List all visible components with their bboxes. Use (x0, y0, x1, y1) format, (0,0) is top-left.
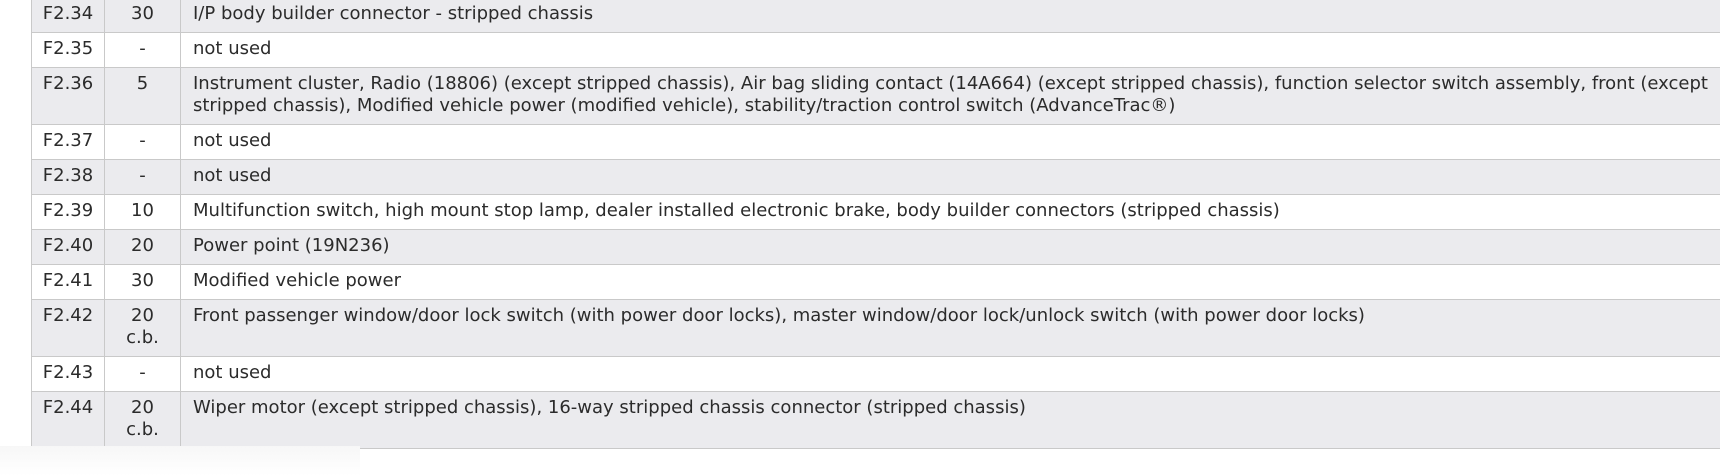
fuse-rating: 30 (104, 264, 181, 300)
table-row: F2.40 20 Power point (19N236) (31, 229, 1720, 265)
amp-value: 20 (131, 235, 154, 256)
fuse-number: F2.34 (31, 0, 105, 33)
fuse-description: not used (180, 159, 1720, 195)
amp-value: 30 (131, 270, 154, 291)
table-row: F2.35 - not used (31, 32, 1720, 68)
fuse-rating: 10 (104, 194, 181, 230)
amp-note: c.b. (126, 327, 159, 348)
fuse-number: F2.40 (31, 229, 105, 265)
fuse-number: F2.35 (31, 32, 105, 68)
amp-note: c.b. (126, 419, 159, 440)
fuse-description: not used (180, 124, 1720, 160)
fuse-rating: - (104, 356, 181, 392)
fuse-rating: - (104, 32, 181, 68)
table-row: F2.37 - not used (31, 124, 1720, 160)
fuse-number: F2.42 (31, 299, 105, 357)
fuse-number: F2.38 (31, 159, 105, 195)
fuse-rating: - (104, 159, 181, 195)
fuse-number: F2.37 (31, 124, 105, 160)
fuse-description: I/P body builder connector - stripped ch… (180, 0, 1720, 33)
table-row: F2.34 30 I/P body builder connector - st… (31, 0, 1720, 33)
fuse-rating: - (104, 124, 181, 160)
table-row: F2.36 5 Instrument cluster, Radio (18806… (31, 67, 1720, 125)
table-row: F2.39 10 Multifunction switch, high moun… (31, 194, 1720, 230)
amp-value: - (139, 362, 146, 383)
fuse-number: F2.43 (31, 356, 105, 392)
amp-value: 5 (136, 73, 149, 94)
bottom-shadow (0, 446, 360, 476)
fuse-number: F2.36 (31, 67, 105, 125)
table-row: F2.38 - not used (31, 159, 1720, 195)
fuse-description: Power point (19N236) (180, 229, 1720, 265)
fuse-rating: 5 (104, 67, 181, 125)
fuse-description: Modified vehicle power (180, 264, 1720, 300)
amp-value: 20 (131, 305, 154, 326)
fuse-description: Wiper motor (except stripped chassis), 1… (180, 391, 1720, 449)
fuse-number: F2.39 (31, 194, 105, 230)
fuse-number: F2.44 (31, 391, 105, 449)
fuse-table-body: F2.34 30 I/P body builder connector - st… (31, 0, 1720, 449)
fuse-rating: 20 (104, 229, 181, 265)
amp-value: - (139, 130, 146, 151)
table-row: F2.43 - not used (31, 356, 1720, 392)
table-row: F2.41 30 Modified vehicle power (31, 264, 1720, 300)
fuse-description: Front passenger window/door lock switch … (180, 299, 1720, 357)
fuse-number: F2.41 (31, 264, 105, 300)
amp-value: 10 (131, 200, 154, 221)
amp-value: 30 (131, 3, 154, 24)
fuse-description: Multifunction switch, high mount stop la… (180, 194, 1720, 230)
fuse-table: F2.34 30 I/P body builder connector - st… (31, 0, 1720, 449)
fuse-description: not used (180, 356, 1720, 392)
fuse-description: Instrument cluster, Radio (18806) (excep… (180, 67, 1720, 125)
amp-value: 20 (131, 397, 154, 418)
amp-value: - (139, 165, 146, 186)
fuse-description: not used (180, 32, 1720, 68)
amp-value: - (139, 38, 146, 59)
fuse-rating: 30 (104, 0, 181, 33)
